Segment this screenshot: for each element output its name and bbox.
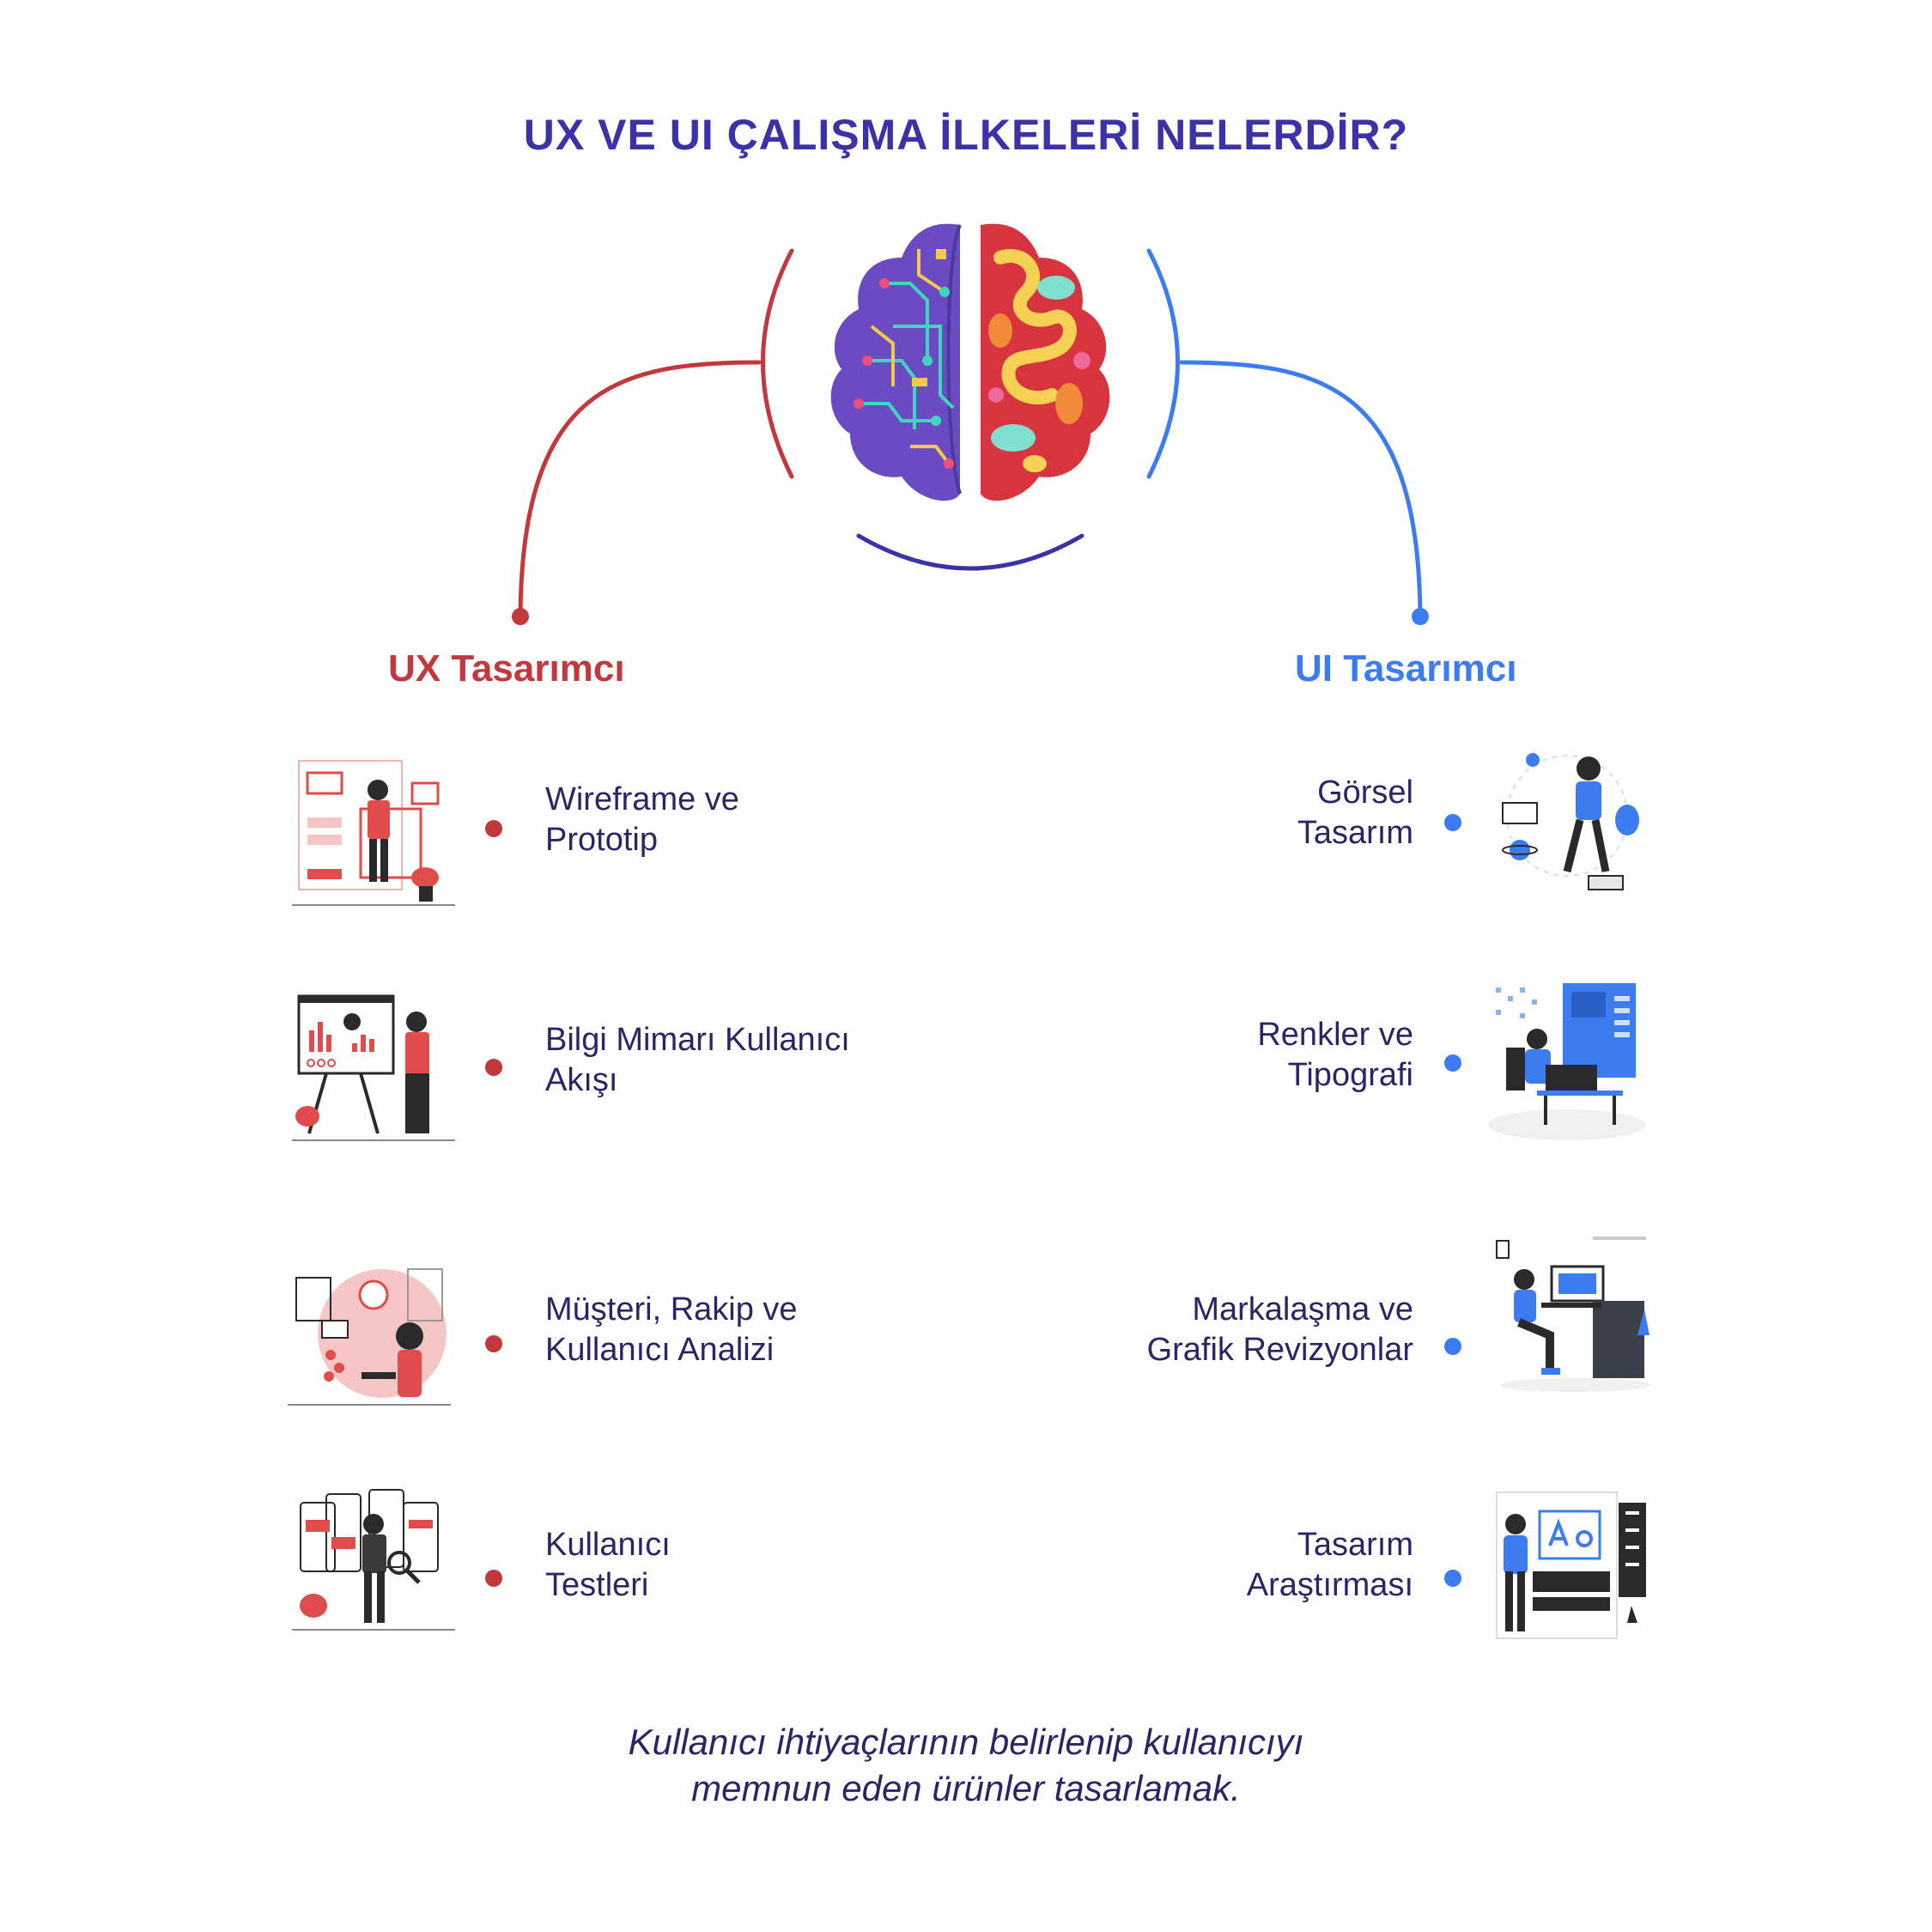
ux-designer-heading: UX Tasarımcı	[388, 647, 625, 690]
ux-item-bullet	[485, 820, 502, 837]
typography-illustration	[1488, 983, 1646, 1140]
brain-base-arc	[856, 533, 1084, 571]
brain-icon	[830, 223, 1110, 501]
ux-item-text: Müşteri, Rakip ve Kullanıcı Analizi	[545, 1291, 798, 1368]
ux-item-text: Bilgi Mimarı Kullanıcı Akışı	[545, 1022, 850, 1098]
ui-item-bullet	[1444, 1054, 1461, 1072]
ui-connector-end	[1412, 608, 1429, 625]
ui-item-bullet	[1444, 1338, 1461, 1355]
ux-item-text: Kullanıcı Testleri	[545, 1527, 671, 1603]
ux-connector-end	[512, 608, 529, 625]
presentation-illustration	[292, 994, 455, 1141]
ui-item-bullet	[1444, 1570, 1461, 1587]
ux-bracket	[761, 248, 794, 479]
page-title: UX VE UI ÇALIŞMA İLKELERİ NELERDİR?	[523, 111, 1409, 159]
analysis-illustration	[288, 1268, 451, 1406]
ux-item-bullet	[485, 1059, 502, 1076]
ui-item-text: Renkler ve Tipografi	[1257, 1017, 1413, 1093]
visual-design-illustration	[1502, 753, 1639, 890]
ui-item-text: Tasarım Araştırması	[1246, 1527, 1413, 1603]
summary-text: Kullanıcı ihtiyaçlarının belirlenip kull…	[628, 1722, 1304, 1808]
ui-bracket	[1146, 248, 1180, 479]
wireframe-illustration	[292, 760, 455, 906]
ux-item-bullet	[485, 1570, 502, 1587]
ui-designer-heading: UI Tasarımcı	[1295, 647, 1517, 690]
ux-item-bullet	[485, 1335, 502, 1352]
ui-connector	[1179, 360, 1423, 619]
ux-item-text: Wireframe ve Prototip	[545, 781, 739, 858]
ux-connector	[518, 360, 762, 619]
ui-item-text: Görsel Tasarım	[1297, 775, 1413, 851]
branding-illustration	[1496, 1236, 1651, 1392]
design-research-illustration	[1496, 1492, 1646, 1639]
testing-illustration	[292, 1489, 455, 1631]
ui-item-text: Markalaşma ve Grafik Revizyonlar	[1146, 1291, 1413, 1368]
ui-item-bullet	[1444, 814, 1461, 831]
